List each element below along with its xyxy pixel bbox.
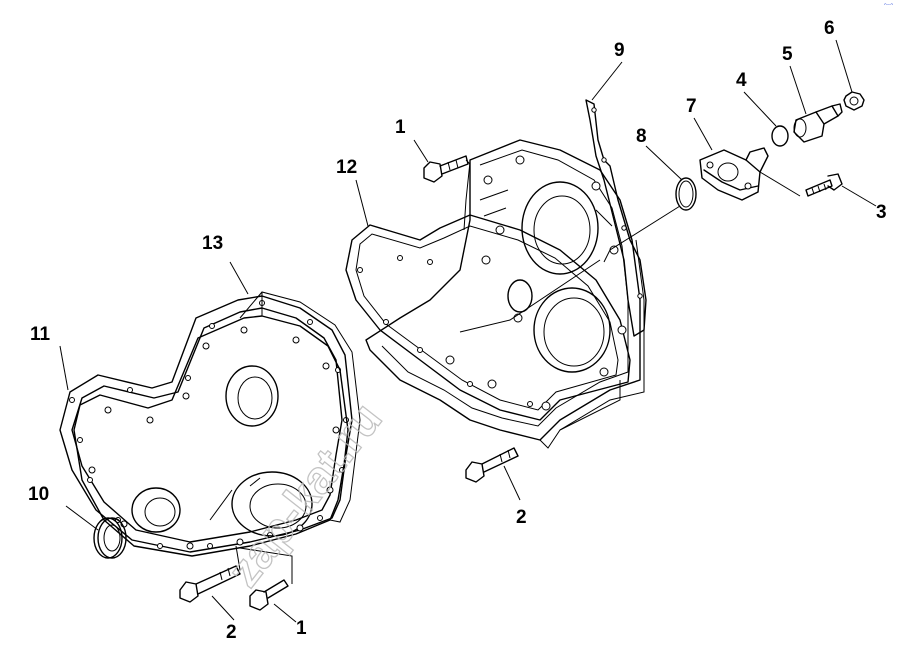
leader-lines [59,39,877,623]
callout-5: 5 [782,44,793,65]
part-7-flange [699,147,769,201]
corner-mark: ᵔ⁻ᵔ [884,3,893,10]
callout-2-lower: 2 [226,622,237,643]
part-2-bolt-right [465,447,519,483]
part-13-front-cover [73,291,361,557]
watermark: zap-kat.ru [217,393,392,596]
callout-11: 11 [30,324,51,345]
callout-10: 10 [28,484,49,505]
callout-1-lower: 1 [296,618,307,639]
part-12-gasket [345,214,631,421]
callout-3: 3 [876,202,887,223]
part-1-bolt-upper [423,155,469,183]
callout-13: 13 [202,233,223,254]
callout-4: 4 [736,70,747,91]
callout-9: 9 [614,40,625,61]
part-6-washer [843,91,865,111]
callout-7: 7 [686,96,697,117]
callout-1-upper: 1 [395,117,406,138]
callouts: 13 11 10 12 1 2 1 2 3 4 5 6 7 8 9 [28,18,887,643]
part-1-bolt-lower [249,579,289,611]
part-3-bolt [805,173,843,197]
part-10-oil-seal [93,517,127,559]
callout-6: 6 [824,18,835,39]
part-4-o-ring [771,125,789,147]
part-5-plug [793,103,843,143]
part-9-gasket [585,99,647,337]
gear-housing [365,139,645,449]
callout-2-right: 2 [516,507,527,528]
callout-12: 12 [336,157,357,178]
callout-8: 8 [636,126,647,147]
part-8-o-ring [675,177,697,211]
part-2-bolt-lower [179,565,241,603]
